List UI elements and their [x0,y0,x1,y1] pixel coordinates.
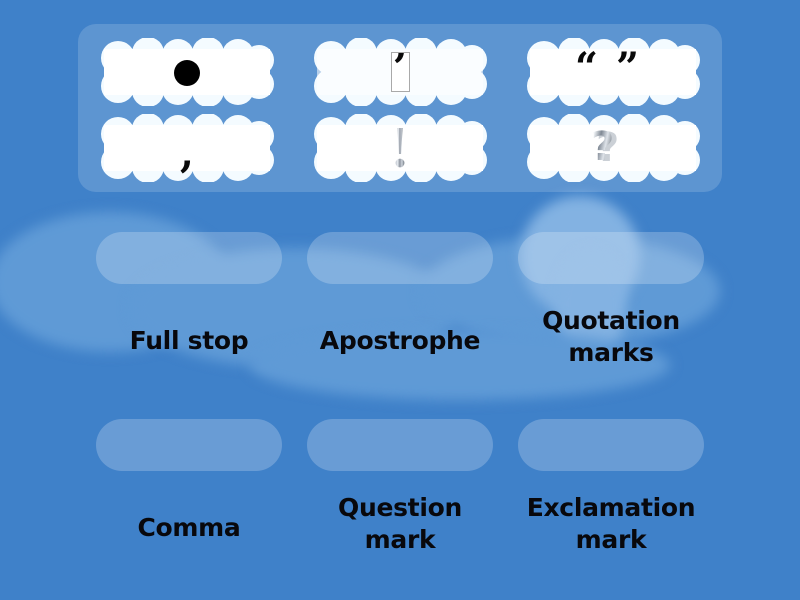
tile-glyph-full-stop [104,49,270,95]
svg-text:?: ? [596,125,619,171]
quotation-marks-glyph: “” [574,44,657,91]
dropzone-quotation-marks[interactable] [518,232,704,284]
tile-face [530,125,696,171]
tile-full-stop[interactable] [96,38,278,106]
apostrophe-glyph: ’ [392,52,408,92]
draggable-tiles-panel: ’ “” [78,24,722,192]
tile-exclamation-mark[interactable] [309,114,491,182]
tile-face [530,49,696,95]
dropzone-full-stop[interactable] [96,232,282,284]
dropzone-apostrophe[interactable] [307,232,493,284]
tile-glyph-question-mark: ? ? [530,125,696,171]
tile-glyph-apostrophe: ’ [317,49,483,95]
svg-text:?: ? [591,125,614,170]
dropzone-exclamation-mark[interactable] [518,419,704,471]
dropzone-comma[interactable] [96,419,282,471]
exclamation-mark-glyph [395,128,405,168]
tile-apostrophe[interactable]: ’ [309,38,491,106]
answer-label-exclamation-mark: Exclamation mark [526,493,696,554]
tile-glyph-comma: , [180,130,194,177]
dropzone-question-mark[interactable] [307,419,493,471]
question-mark-glyph: ? ? [591,125,619,171]
tile-glyph-exclamation-mark [317,125,483,171]
tile-comma[interactable]: , [96,114,278,182]
tile-question-mark[interactable]: ? ? [522,114,704,182]
full-stop-glyph [174,60,200,86]
tile-quotation-marks[interactable]: “” [522,38,704,106]
answer-label-question-mark: Question mark [338,493,462,554]
tile-glyph-quotation-marks: “” [530,44,696,95]
answer-label-comma: Comma [137,513,241,542]
apostrophe-frame: ’ [390,52,410,92]
tile-face [104,125,270,171]
answer-label-full-stop: Full stop [129,326,249,355]
answer-label-quotation-marks: Quotation marks [542,306,680,367]
answer-label-apostrophe: Apostrophe [319,326,481,355]
